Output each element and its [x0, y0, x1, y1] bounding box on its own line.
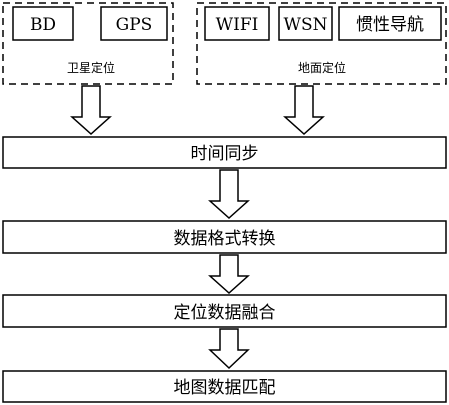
ground-positioning-group: WIFI WSN 惯性导航 地面定位	[196, 2, 447, 85]
ground-group-label: 地面定位	[298, 60, 346, 75]
step-data-fusion-box	[2, 294, 447, 328]
step-time-sync-box	[2, 136, 447, 169]
arrow-down-icon	[208, 254, 250, 295]
arrow-down-icon	[70, 85, 112, 136]
ground-group-frame	[196, 2, 447, 85]
wifi-box	[204, 6, 270, 41]
bd-label: BD	[30, 15, 56, 35]
step-time-sync-label: 时间同步	[191, 144, 259, 164]
gps-label: GPS	[116, 15, 153, 35]
satellite-group-frame	[2, 2, 174, 85]
step-format-conversion-label: 数据格式转换	[174, 229, 276, 249]
bd-box	[12, 6, 74, 41]
step-format-conversion-box	[2, 220, 447, 254]
arrow-down-icon	[208, 328, 250, 370]
step-data-fusion-label: 定位数据融合	[174, 303, 276, 323]
inertial-navigation-box	[338, 6, 442, 41]
satellite-group-label: 卫星定位	[67, 60, 115, 75]
inertial-navigation-label: 惯性导航	[356, 15, 424, 35]
wifi-label: WIFI	[216, 15, 259, 35]
gps-box	[100, 6, 168, 41]
satellite-positioning-group: BD GPS 卫星定位	[2, 2, 174, 85]
wsn-label: WSN	[284, 15, 328, 35]
arrow-down-icon	[283, 85, 325, 136]
step-map-matching-box	[2, 370, 447, 403]
step-map-matching-label: 地图数据匹配	[174, 378, 276, 398]
wsn-box	[278, 6, 333, 41]
arrow-down-icon	[208, 169, 250, 220]
